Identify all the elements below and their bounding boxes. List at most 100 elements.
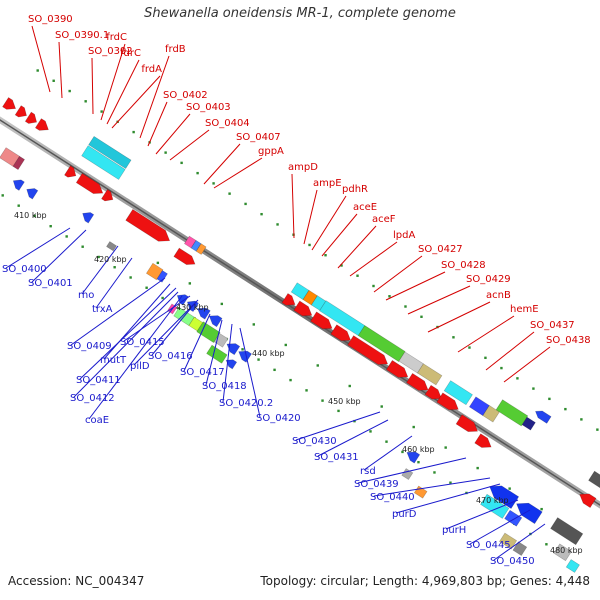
scale-tick [321, 399, 324, 402]
gene-block [565, 559, 580, 573]
leader-line [73, 291, 179, 398]
top-gene-label: SO_0427 [418, 244, 463, 255]
gene-block [281, 293, 296, 306]
gene-block [197, 307, 211, 320]
scale-tick [580, 418, 583, 421]
gene-block [208, 315, 223, 328]
leader-line [395, 483, 501, 514]
scale-tick [564, 407, 567, 411]
leader-line [91, 57, 94, 115]
top-gene-label: ampD [288, 162, 318, 173]
leader-line [81, 245, 119, 295]
scale-tick [388, 295, 391, 298]
leader-line [485, 331, 535, 371]
scale-tick [401, 450, 404, 454]
gene-block [406, 372, 429, 391]
bottom-gene-label: SO_0401 [28, 278, 73, 289]
top-gene-label: SO_0437 [530, 320, 575, 331]
gene-block [12, 155, 25, 171]
gene-block [125, 208, 171, 242]
top-gene-label: acnB [486, 290, 511, 301]
leader-line [321, 213, 358, 257]
gene-block [310, 311, 333, 330]
top-gene-label: ampE [313, 178, 342, 189]
scale-tick [420, 315, 423, 318]
gene-block [82, 212, 95, 224]
scale-tick [372, 284, 375, 288]
scale-tick [545, 543, 548, 546]
gene-block [474, 433, 492, 448]
gene-block [550, 517, 584, 546]
scale-tick [356, 274, 359, 277]
leader-line [70, 277, 166, 346]
scale-tick [212, 182, 215, 185]
gene-block [196, 321, 221, 344]
leader-line [100, 43, 126, 121]
bottom-gene-label: rho [78, 290, 94, 301]
leader-line [363, 435, 413, 471]
gene-block [226, 343, 241, 356]
scale-tick [369, 430, 372, 433]
leader-line [88, 295, 183, 420]
top-gene-label: fdrC [120, 48, 141, 59]
scale-tick [81, 245, 84, 248]
gene-block [516, 502, 543, 525]
gene-block [504, 509, 523, 527]
gene-block [455, 414, 479, 432]
top-gene-label: SO_0390.1 [55, 30, 109, 41]
scale-label: 420 kbp [94, 255, 127, 264]
scale-tick [164, 151, 167, 154]
scale-tick [500, 366, 503, 370]
scale-tick [52, 79, 55, 82]
top-gene-label: frdA [141, 64, 162, 75]
leader-line [155, 113, 191, 155]
leader-line [427, 301, 491, 333]
top-gene-label: SO_0402 [163, 90, 208, 101]
bottom-gene-label: SO_0430 [292, 436, 337, 447]
gene-block [293, 300, 313, 317]
leader-line [79, 287, 177, 380]
gene-block [81, 145, 126, 180]
top-gene-label: SO_0404 [205, 118, 250, 129]
scale-tick [68, 89, 71, 93]
top-gene-label: SO_0428 [441, 260, 486, 271]
bottom-gene-label: mutT [100, 355, 127, 366]
scale-tick [65, 235, 68, 238]
leader-line [203, 143, 241, 185]
scale-tick [188, 282, 192, 285]
scale-tick [252, 323, 255, 326]
leader-line [133, 299, 199, 366]
gene-block [553, 543, 572, 562]
gene-block [406, 451, 421, 464]
gene-block [0, 147, 20, 167]
bottom-gene-label: purD [392, 509, 417, 520]
scale-tick [180, 161, 183, 165]
gene-block [401, 468, 414, 480]
top-gene-label: SO_0407 [236, 132, 281, 143]
gene-block [75, 172, 104, 194]
leader-line [337, 225, 377, 269]
bottom-gene-label: SO_0420 [256, 413, 301, 424]
gene-block [195, 243, 207, 255]
gene-block [106, 241, 117, 252]
leader-line [469, 509, 531, 545]
scale-tick [516, 377, 519, 380]
scale-label: 410 kbp [14, 211, 47, 220]
gene-block [398, 351, 424, 374]
scale-tick [548, 397, 551, 401]
gene-block [579, 493, 597, 509]
scale-tick [417, 460, 420, 464]
gene-block [436, 392, 459, 411]
scale-tick [316, 364, 319, 367]
leader-line [385, 271, 446, 301]
gene-block [190, 240, 202, 252]
scale-label: 460 kbp [402, 445, 435, 454]
gene-block [443, 380, 473, 406]
leader-line [493, 523, 546, 561]
gene-block [482, 405, 500, 423]
scale-label: 440 kbp [252, 349, 285, 358]
scale-tick [145, 286, 148, 289]
leader-line [139, 55, 170, 139]
leader-line [111, 75, 161, 129]
